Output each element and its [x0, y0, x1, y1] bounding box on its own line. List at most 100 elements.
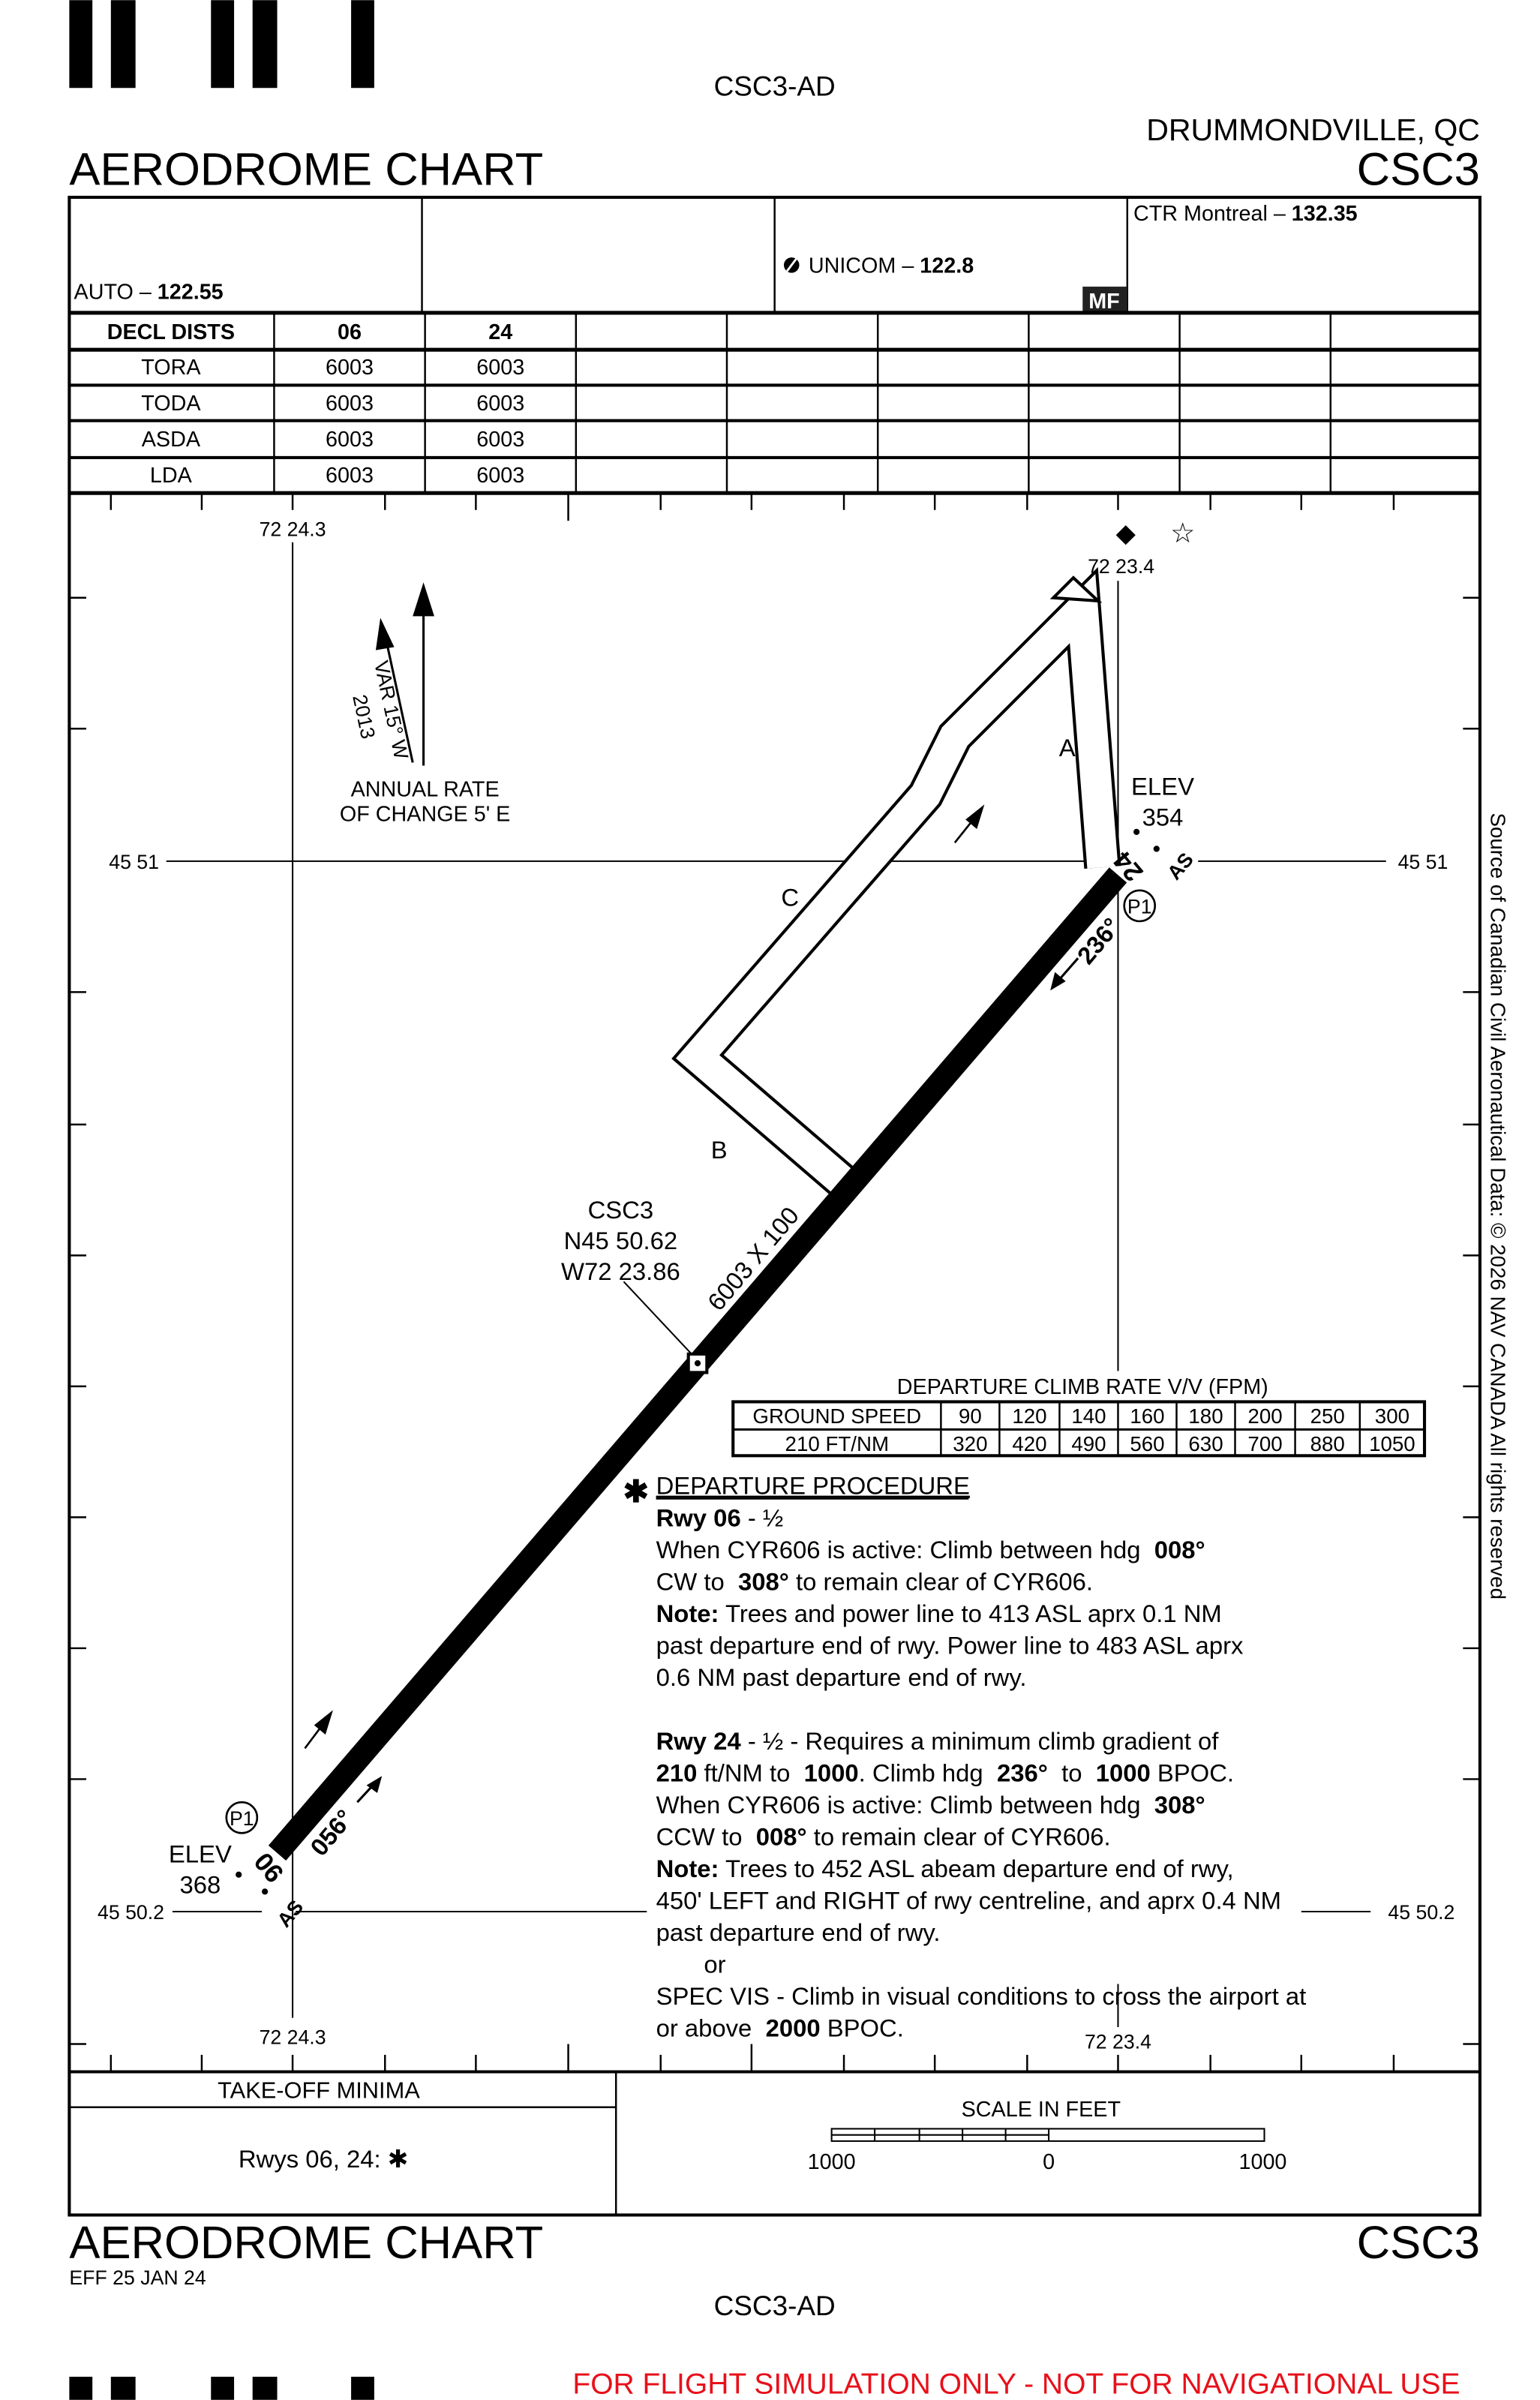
procedure-segment: Trees and power line to 413 ASL aprx 0.1…: [719, 1599, 1221, 1627]
doc-id: CSC3-AD: [714, 71, 836, 101]
scale-bar: [830, 2128, 1265, 2142]
magnetic-north-arrow-icon: [375, 617, 395, 650]
footer-doc-id: CSC3-AD: [714, 2290, 836, 2321]
procedure-segment: 308°: [738, 1568, 789, 1596]
procedure-line: CCW to 008° to remain clear of CYR606.: [656, 1823, 1111, 1851]
climb-rate-cell: 700: [1247, 1432, 1282, 1455]
ground-speed-cell: 160: [1130, 1404, 1164, 1428]
procedure-segment: - ½: [741, 1504, 784, 1532]
procedure-segment: ft/NM to: [697, 1759, 803, 1787]
procedure-segment: 308°: [1154, 1791, 1205, 1819]
ground-speed-cell: 120: [1012, 1404, 1046, 1428]
procedure-line: past departure end of rwy. Power line to…: [656, 1632, 1244, 1660]
taxiway-c-label: C: [781, 883, 799, 911]
ground-speed-cell: 250: [1310, 1404, 1345, 1428]
true-north-arrow-icon: [413, 582, 434, 617]
procedure-segment: . Climb hdg: [859, 1759, 997, 1787]
procedure-segment: 1000: [1096, 1759, 1151, 1787]
lon-label-west-top: 72 24.3: [260, 518, 326, 541]
decl-cell: 6003: [476, 428, 524, 452]
obstacle-diamond-icon: [1115, 525, 1136, 545]
traffic-direction-icon: [304, 804, 985, 1750]
taxiway-a-label: A: [1059, 734, 1076, 761]
as-label-06: AS: [272, 1896, 308, 1932]
takeoff-minima-value: Rwys 06, 24: ✱: [239, 2145, 408, 2173]
procedure-line: When CYR606 is active: Climb between hdg…: [656, 1791, 1205, 1819]
procedure-segment: to: [1048, 1759, 1096, 1787]
beacon-star-icon: ☆: [1170, 518, 1195, 548]
arp-lon: W72 23.86: [561, 1257, 680, 1285]
chart-ticks: [69, 493, 1480, 2072]
decl-header: 24: [488, 320, 512, 344]
procedure-segment: to remain clear of CYR606.: [789, 1568, 1093, 1596]
arp-icon: [686, 1352, 709, 1374]
lat-label-south-right: 45 50.2: [1388, 1901, 1454, 1924]
procedure-segment: Rwy 24: [656, 1727, 742, 1755]
comms-row: AUTO – 122.55 UNICOM – 122.8 MF CTR Mont…: [74, 197, 1358, 314]
decl-cell: 6003: [326, 356, 374, 380]
lat-lon-grid: [166, 542, 1386, 2027]
p1-marker-ne: P1: [1123, 889, 1157, 923]
elev-ne-label: ELEV: [1131, 773, 1194, 801]
climb-rate-cell: 490: [1071, 1432, 1106, 1455]
source-attribution: Source of Canadian Civil Aeronautical Da…: [1486, 813, 1509, 1599]
procedure-segment: Note:: [656, 1855, 719, 1882]
footer-ident: CSC3: [1357, 2217, 1480, 2269]
barcode-bottom: [69, 2376, 374, 2400]
ground-speed-cell: 300: [1375, 1404, 1409, 1428]
procedure-segment: SPEC VIS - Climb in visual conditions to…: [656, 1982, 1307, 2010]
procedure-segment: past departure end of rwy.: [656, 1918, 941, 1946]
procedure-line: SPEC VIS - Climb in visual conditions to…: [656, 1982, 1307, 2010]
procedure-line: past departure end of rwy.: [656, 1918, 941, 1946]
procedure-line: Note: Trees and power line to 413 ASL ap…: [656, 1599, 1222, 1627]
procedure-segment: Rwy 06: [656, 1504, 741, 1532]
decl-cell: ASDA: [142, 428, 201, 452]
procedure-segment: 008°: [1154, 1536, 1205, 1563]
procedure-segment: Note:: [656, 1599, 719, 1627]
scale-title: SCALE IN FEET: [962, 2098, 1121, 2122]
procedure-line: or above 2000 BPOC.: [656, 2014, 904, 2042]
procedure-segment: 450' LEFT and RIGHT of rwy centreline, a…: [656, 1887, 1281, 1915]
procedure-segment: 236°: [997, 1759, 1048, 1787]
chart-title: AERODROME CHART: [69, 144, 543, 196]
annual-rate-label: ANNUAL RATE: [351, 778, 500, 802]
climb-rate-cell: 560: [1130, 1432, 1164, 1455]
mf-badge: [1082, 287, 1127, 313]
procedure-segment: 1000: [804, 1759, 859, 1787]
climb-row-label: 210 FT/NM: [785, 1432, 890, 1455]
climb-rate-cell: 320: [953, 1432, 987, 1455]
procedure-line: Rwy 24 - ½ - Requires a minimum climb gr…: [656, 1727, 1220, 1755]
mf-badge-label: MF: [1088, 290, 1119, 314]
ctr-freq: CTR Montreal – 132.35: [1133, 202, 1358, 226]
as-label-24: AS: [1163, 849, 1198, 885]
procedure-segment: - ½ - Requires a minimum climb gradient …: [741, 1727, 1220, 1755]
airport-ident: CSC3: [1357, 144, 1480, 196]
heading-arrow-236-icon: [1050, 972, 1066, 991]
procedure-segment: CW to: [656, 1568, 738, 1596]
barcode-top: [69, 0, 374, 89]
procedure-segment: Trees to 452 ASL abeam departure end of …: [719, 1855, 1233, 1882]
procedure-line: 450' LEFT and RIGHT of rwy centreline, a…: [656, 1887, 1281, 1915]
climb-row-label: GROUND SPEED: [752, 1404, 921, 1428]
elev-sw-label: ELEV: [169, 1840, 232, 1867]
procedure-line: Note: Trees to 452 ASL abeam departure e…: [656, 1855, 1234, 1882]
takeoff-minima-title: TAKE-OFF MINIMA: [218, 2077, 420, 2103]
p1-marker-sw: P1: [225, 1801, 259, 1834]
elev-sw-value: 368: [179, 1870, 221, 1898]
p1-label: P1: [230, 1807, 254, 1830]
climb-rate-cell: 630: [1188, 1432, 1223, 1455]
procedure-line: Rwy 06 - ½: [656, 1504, 784, 1532]
procedure-segment: 008°: [756, 1823, 807, 1851]
mag-var-label: VAR 15° W: [370, 659, 413, 761]
procedure-segment: BPOC.: [821, 2014, 904, 2042]
procedure-segment: 210: [656, 1759, 698, 1787]
location: DRUMMONDVILLE, QC: [1146, 113, 1480, 147]
p1-label: P1: [1127, 896, 1152, 918]
scale-label-right: 1000: [1238, 2150, 1286, 2174]
procedure-line: 0.6 NM past departure end of rwy.: [656, 1663, 1027, 1691]
arp-ident: CSC3: [588, 1196, 654, 1224]
procedure-line: When CYR606 is active: Climb between hdg…: [656, 1536, 1205, 1563]
procedure-segment: BPOC.: [1151, 1759, 1234, 1787]
